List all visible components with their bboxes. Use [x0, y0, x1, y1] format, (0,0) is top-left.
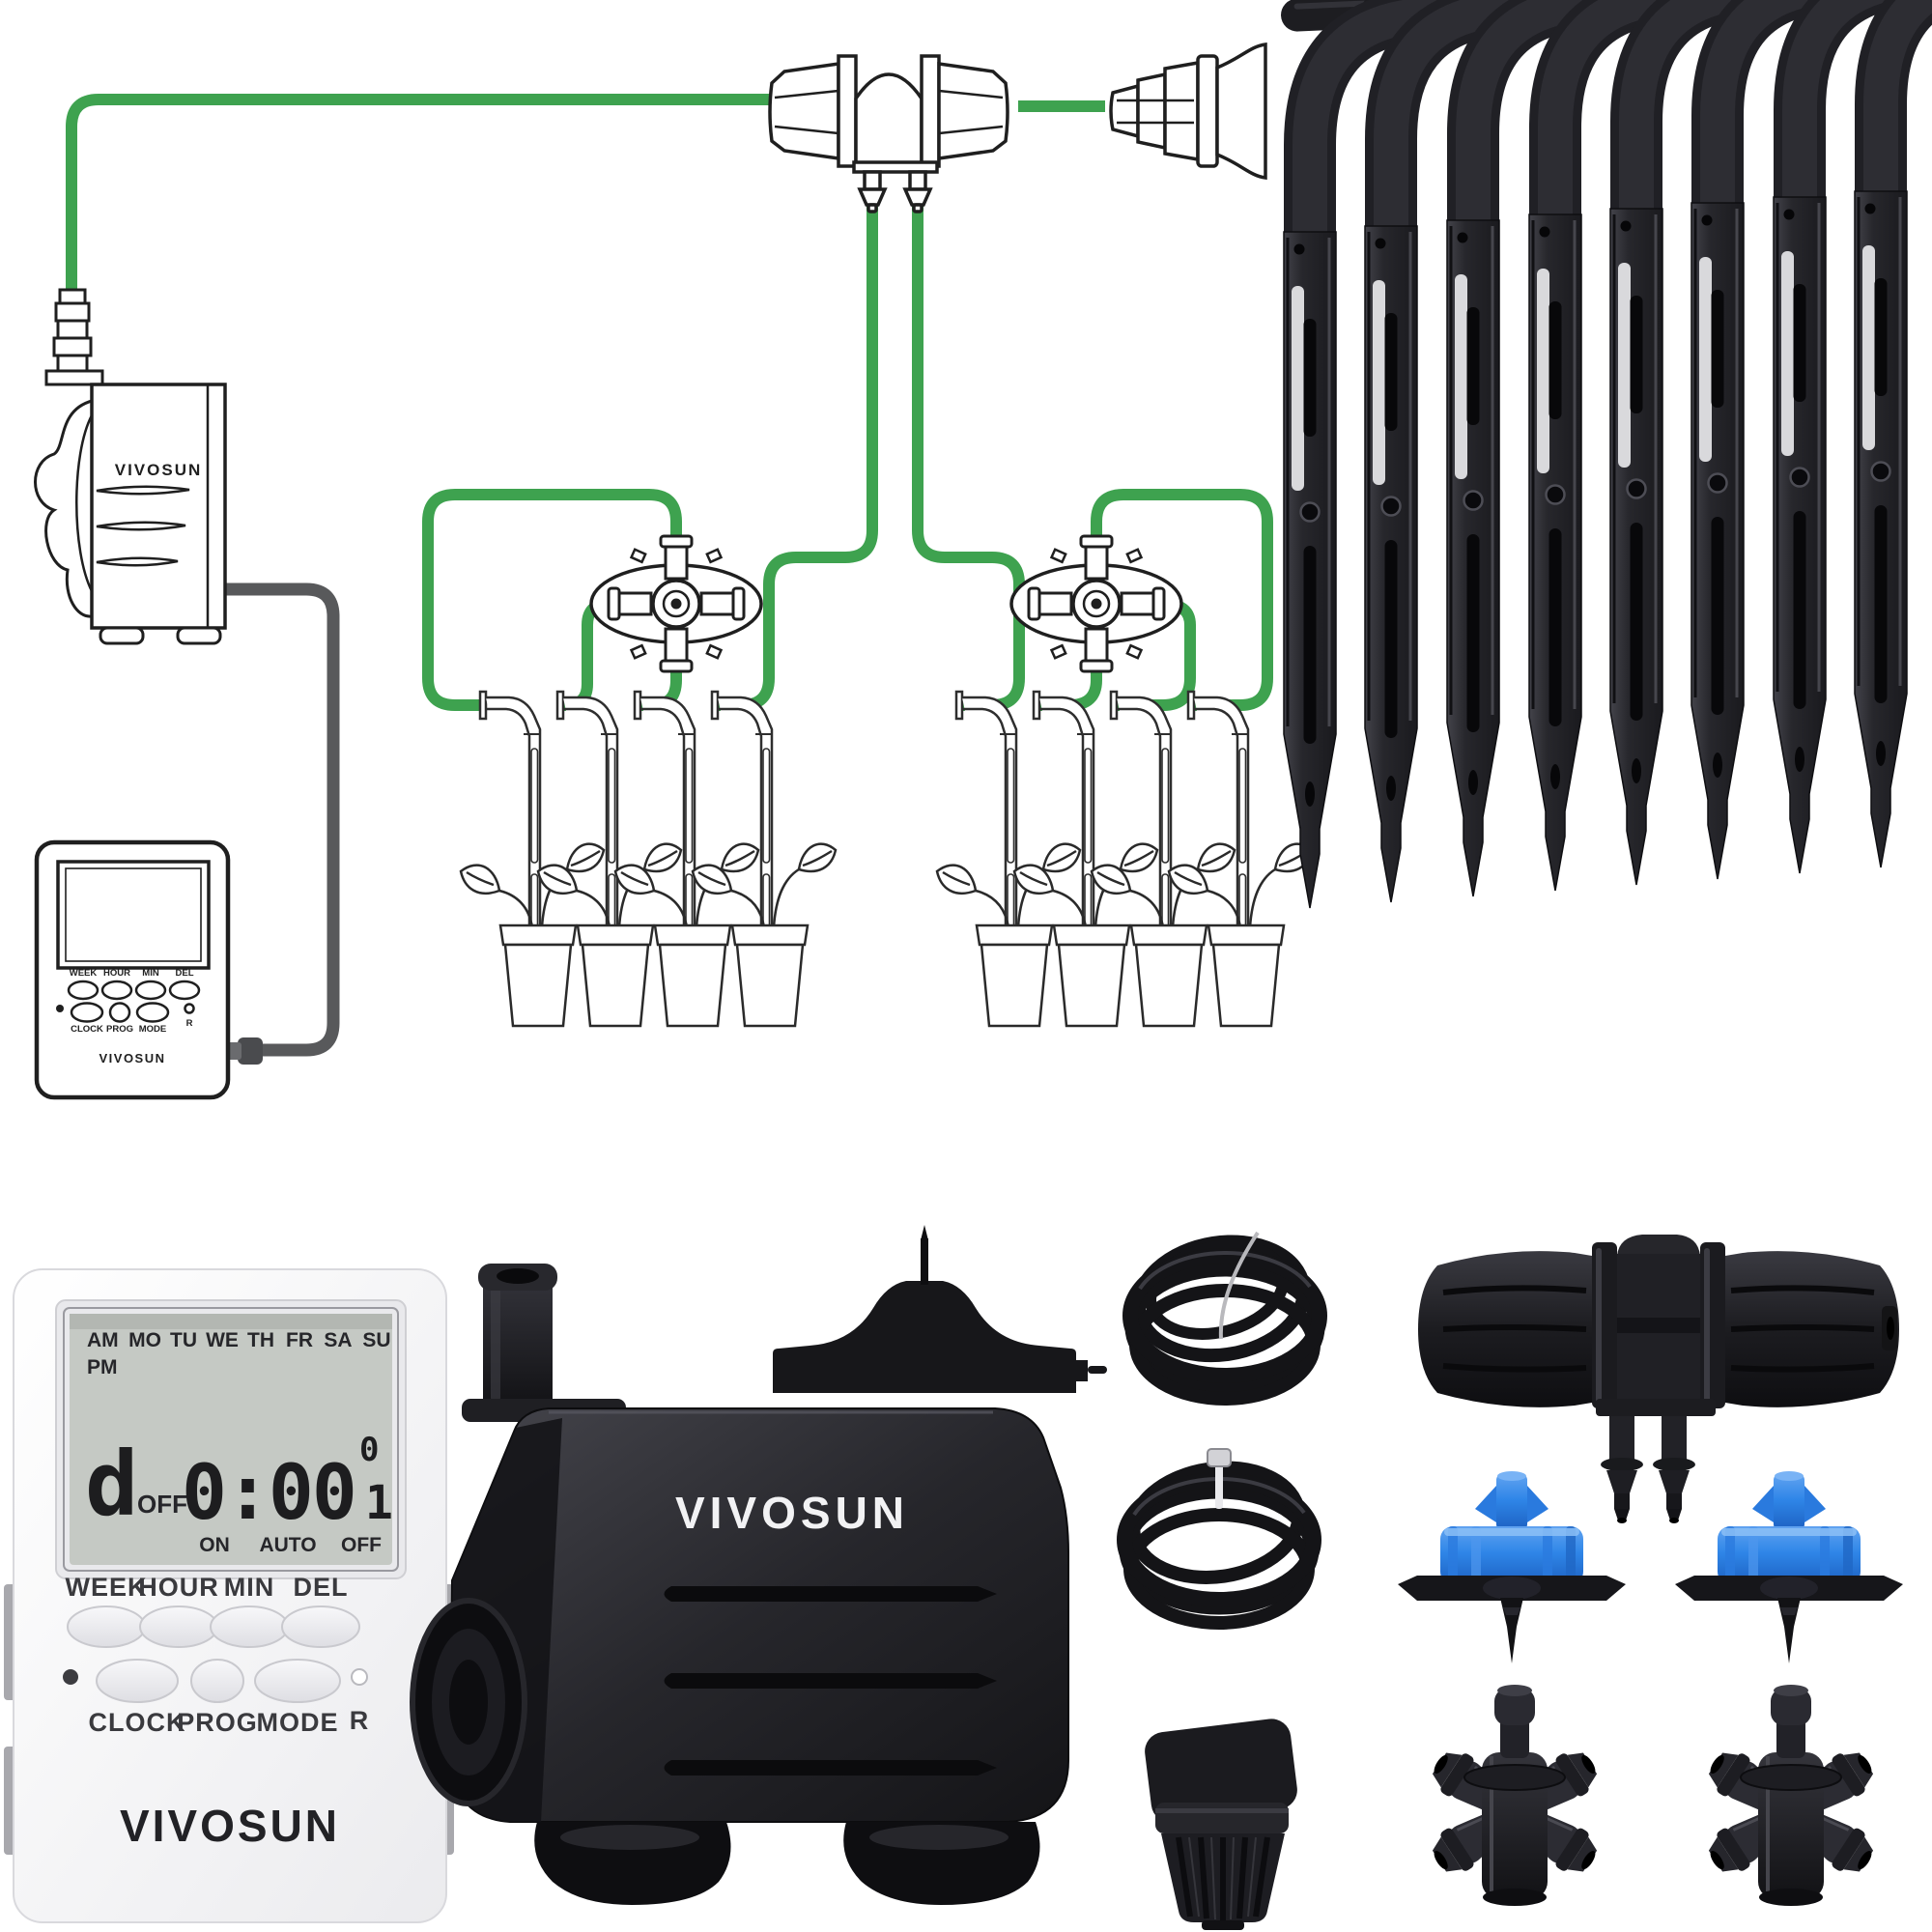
pump-power-cable [226, 582, 340, 1057]
prog-button [190, 1659, 244, 1703]
four-way-manifold-outline-right [1009, 534, 1183, 673]
adjustable-dripper-2 [1675, 1471, 1903, 1663]
pump-product-brand: VIVOSUN [675, 1488, 909, 1538]
pump-suction-feet [534, 1822, 1040, 1905]
reset-button-label: R [350, 1706, 370, 1735]
timer-outline-reset-label: R [186, 1018, 193, 1029]
lcd-auto: AUTO [259, 1534, 316, 1556]
lcd-time: 0:00 [182, 1450, 355, 1537]
week-button [67, 1605, 146, 1648]
white-drip-stake-4 [710, 690, 775, 956]
tee-bottom-barbs [1601, 1416, 1695, 1523]
timer-outline-mode-label: MODE [139, 1024, 167, 1035]
timer-outline-del-label: DEL [176, 968, 194, 979]
mode-button [254, 1659, 341, 1703]
four-way-manifold-outline-left [589, 534, 763, 673]
arrow-drip-stake-8 [1855, 0, 1932, 867]
lcd-day-tu: TU [170, 1329, 197, 1351]
lcd-on: ON [199, 1534, 230, 1556]
left-loop-tube [422, 489, 682, 711]
coil-cable-tie-1 [1218, 1231, 1260, 1340]
timer-outline-week-label: WEEK [70, 968, 98, 979]
arrow-drip-stakes [1280, 0, 1932, 908]
lcd-screen [70, 1314, 392, 1565]
week-button-label: WEEK [66, 1573, 148, 1602]
lcd-am: AM [87, 1329, 119, 1351]
min-button [210, 1605, 289, 1648]
lcd-mode-char: d [85, 1433, 138, 1536]
pump-product: VIVOSUN [410, 1264, 1069, 1905]
white-drip-stake-7 [1109, 690, 1174, 956]
white-drip-stake-2 [555, 690, 620, 956]
lcd-mode-state: OFF [137, 1490, 187, 1519]
white-drip-stake-6 [1032, 690, 1096, 956]
end-cap-product [1145, 1719, 1297, 1930]
main-supply-tube [66, 94, 770, 296]
lcd-day-su: SU [362, 1329, 390, 1351]
clock-button [96, 1659, 179, 1703]
timer-product: AM PM MO TU WE TH FR SA SU d OFF 0:00 0 … [4, 1268, 454, 1923]
lcd-day-fr: FR [286, 1329, 313, 1351]
irrigation-diagram: VIVOSUN [34, 0, 1932, 1100]
five-way-manifold-1 [1425, 1685, 1605, 1906]
white-drip-stake-8 [1186, 690, 1251, 956]
five-way-manifold-2 [1701, 1685, 1881, 1906]
del-button-label: DEL [294, 1573, 349, 1602]
hour-button [139, 1605, 218, 1648]
prog-button-label: PROG [177, 1708, 258, 1737]
timer-outline-hour-label: HOUR [103, 968, 130, 979]
clock-button-label: CLOCK [89, 1708, 186, 1737]
tee-splitter-outline [768, 54, 1009, 213]
right-loop-tube [1091, 489, 1273, 711]
lcd-day-we: WE [206, 1329, 239, 1351]
lcd-pm: PM [87, 1356, 118, 1378]
hour-button-label: HOUR [138, 1573, 219, 1602]
timer-led [63, 1669, 78, 1685]
mode-button-label: MODE [257, 1708, 339, 1737]
white-drip-stake-1 [478, 690, 543, 956]
timer-product-brand: VIVOSUN [120, 1801, 340, 1851]
white-drip-stake-5 [954, 690, 1019, 956]
digital-timer-outline: WEEK HOUR MIN DEL CLOCK PROG MODE R VIVO… [34, 839, 263, 1100]
timer-outline-min-label: MIN [142, 968, 159, 979]
green-supply-tubing [66, 94, 1273, 711]
adjustable-dripper-1 [1398, 1471, 1626, 1663]
reset-button [351, 1668, 368, 1686]
right-feed-tube [912, 200, 1025, 711]
timer-outline-prog-label: PROG [106, 1024, 133, 1035]
lcd-program-digit-top: 0 [359, 1431, 379, 1469]
del-button [281, 1605, 360, 1648]
lcd-off: OFF [341, 1534, 382, 1556]
lcd-program-digit-bottom: 1 [365, 1476, 393, 1530]
lcd-day-sa: SA [324, 1329, 352, 1351]
tube-end-plug-outline [1109, 43, 1267, 180]
tubing-coil-2 [1117, 1448, 1321, 1630]
lcd-day-th: TH [247, 1329, 274, 1351]
stake-bracket [773, 1225, 1107, 1393]
min-button-label: MIN [224, 1573, 275, 1602]
tee-connector-product [1418, 1235, 1899, 1523]
water-pump-outline: VIVOSUN [34, 288, 227, 645]
timer-outline-brand: VIVOSUN [99, 1051, 165, 1065]
lcd-day-mo: MO [128, 1329, 161, 1351]
white-drip-stake-3 [633, 690, 697, 956]
timer-outline-clock-label: CLOCK [71, 1024, 103, 1035]
left-feed-tube [715, 200, 878, 711]
tubing-coil-1 [1122, 1231, 1327, 1406]
pump-outline-brand: VIVOSUN [115, 461, 203, 479]
coil-cable-tie-2 [1215, 1455, 1223, 1509]
